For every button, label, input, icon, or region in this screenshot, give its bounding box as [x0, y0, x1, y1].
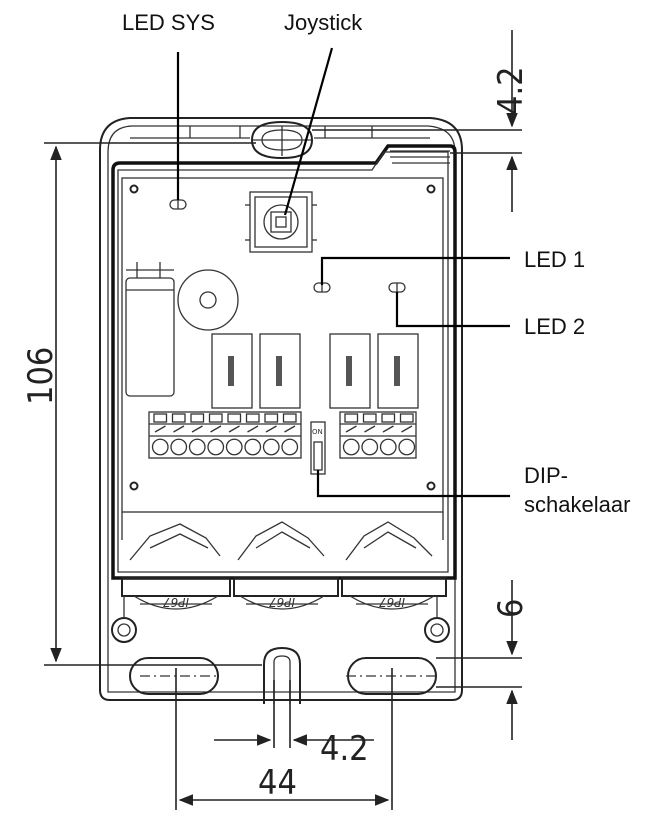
terminal-slot: [364, 425, 376, 433]
terminal-clamp: [379, 438, 397, 456]
relays: [211, 333, 419, 409]
terminal-slot: [247, 425, 259, 433]
terminal-slot: [382, 425, 394, 433]
cable-glands: IP67 IP67 IP67: [121, 521, 447, 610]
terminal-clamp: [188, 438, 206, 456]
label-joystick: Joystick: [284, 10, 363, 35]
dim-height: 106: [21, 347, 61, 405]
terminal-clamp: [342, 438, 360, 456]
terminal-screw: [153, 413, 168, 423]
terminal-slot: [173, 425, 185, 433]
dim-width: 44: [258, 763, 297, 803]
terminal-screw: [227, 413, 242, 423]
terminal-screw: [245, 413, 260, 423]
terminal-screw: [344, 413, 359, 423]
label-dip-line2: schakelaar: [524, 492, 630, 517]
dim-bottom-right: 6: [491, 599, 531, 618]
terminal-slot: [154, 425, 166, 433]
terminal-clamp: [170, 438, 188, 456]
capacitor: [125, 262, 175, 397]
terminal-clamp: [398, 438, 416, 456]
terminal-slot: [210, 425, 222, 433]
terminal-screw: [399, 413, 414, 423]
terminal-block-right: [339, 411, 417, 459]
terminal-screw: [381, 413, 396, 423]
terminal-clamp: [281, 438, 299, 456]
terminal-screw: [171, 413, 186, 423]
terminal-screw: [362, 413, 377, 423]
terminal-slot: [265, 425, 277, 433]
terminal-clamp: [151, 438, 169, 456]
dim-hole: 4.2: [320, 729, 369, 769]
terminal-slot: [401, 425, 413, 433]
terminal-screw: [190, 413, 205, 423]
gland-marking-3: IP67: [379, 595, 405, 609]
dimension-lines: [44, 30, 522, 810]
terminal-slot: [191, 425, 203, 433]
gland-marking-1: IP67: [163, 595, 189, 609]
terminal-clamp: [244, 438, 262, 456]
terminal-clamp: [262, 438, 280, 456]
terminal-clamp: [207, 438, 225, 456]
pcb: [121, 177, 444, 540]
terminal-slot: [284, 425, 296, 433]
terminal-screw: [282, 413, 297, 423]
joystick: [245, 191, 317, 253]
terminal-block-left: [148, 411, 302, 459]
terminal-screw: [264, 413, 279, 423]
led-2: [388, 282, 406, 293]
label-dip-line1: DIP-: [524, 463, 568, 488]
terminal-screw: [208, 413, 223, 423]
led-sys: [169, 199, 187, 210]
terminal-slot: [228, 425, 240, 433]
mounting-screws: [111, 596, 450, 643]
housing: [99, 117, 463, 701]
dip-switch: ON: [310, 421, 326, 475]
callout-lines: [176, 47, 510, 498]
label-led-sys: LED SYS: [122, 10, 215, 35]
terminal-clamp: [225, 438, 243, 456]
dim-top: 4.2: [491, 66, 531, 115]
dip-on-label: ON: [312, 428, 323, 436]
buzzer: [177, 269, 239, 331]
gland-marking-2: IP67: [269, 595, 295, 609]
terminal-clamp: [361, 438, 379, 456]
label-led-1: LED 1: [524, 247, 585, 272]
terminal-slot: [345, 425, 357, 433]
label-led-2: LED 2: [524, 314, 585, 339]
